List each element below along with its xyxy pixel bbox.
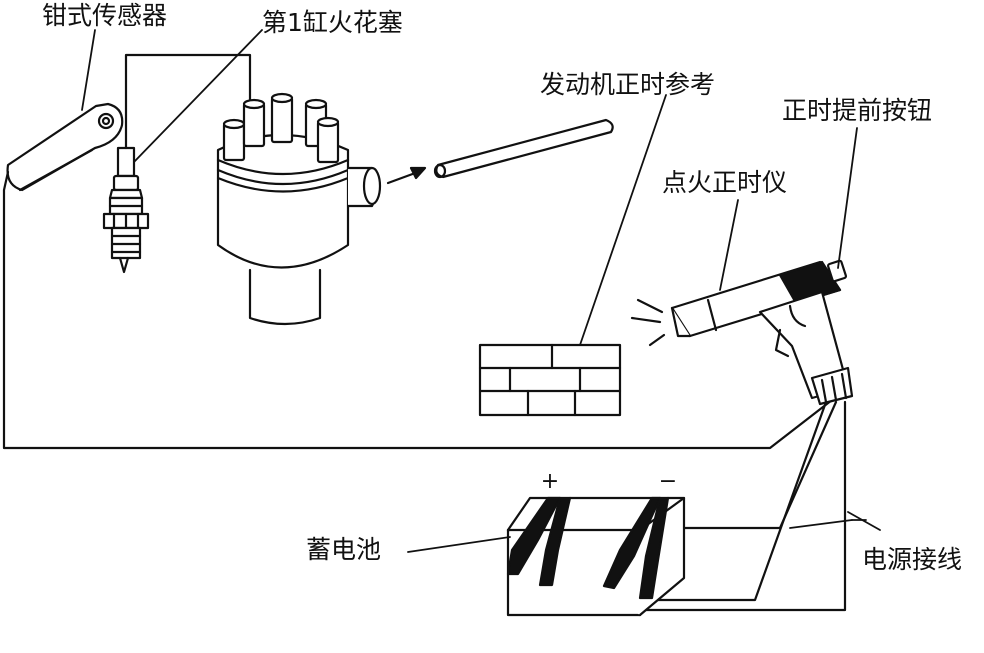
clamp-sensor: [6, 102, 124, 192]
pointer-arrow: [386, 166, 427, 185]
label-timing-advance-button: 正时提前按钮: [782, 96, 933, 125]
label-engine-timing-ref: 发动机正时参考: [540, 70, 716, 99]
label-battery: 蓄电池: [306, 535, 382, 564]
engine-brick-block: [478, 343, 622, 417]
battery-positive-sign: +: [541, 469, 559, 494]
sensor-cable: [2, 170, 834, 450]
timing-reference-rod: [433, 118, 614, 179]
label-power-leads: 电源接线: [862, 545, 963, 574]
leader-lines: [81, 29, 881, 553]
label-timing-light: 点火正时仪: [662, 168, 788, 197]
label-clamp-sensor: 钳式传感器: [42, 1, 168, 30]
timing-light-gun: [630, 259, 854, 406]
battery: [506, 496, 686, 617]
spark-plug: [102, 146, 150, 274]
plug-wire: [124, 53, 252, 150]
distributor: [216, 92, 382, 326]
label-cyl1-spark-plug: 第1缸火花塞: [262, 8, 403, 37]
battery-negative-sign: −: [659, 469, 677, 494]
